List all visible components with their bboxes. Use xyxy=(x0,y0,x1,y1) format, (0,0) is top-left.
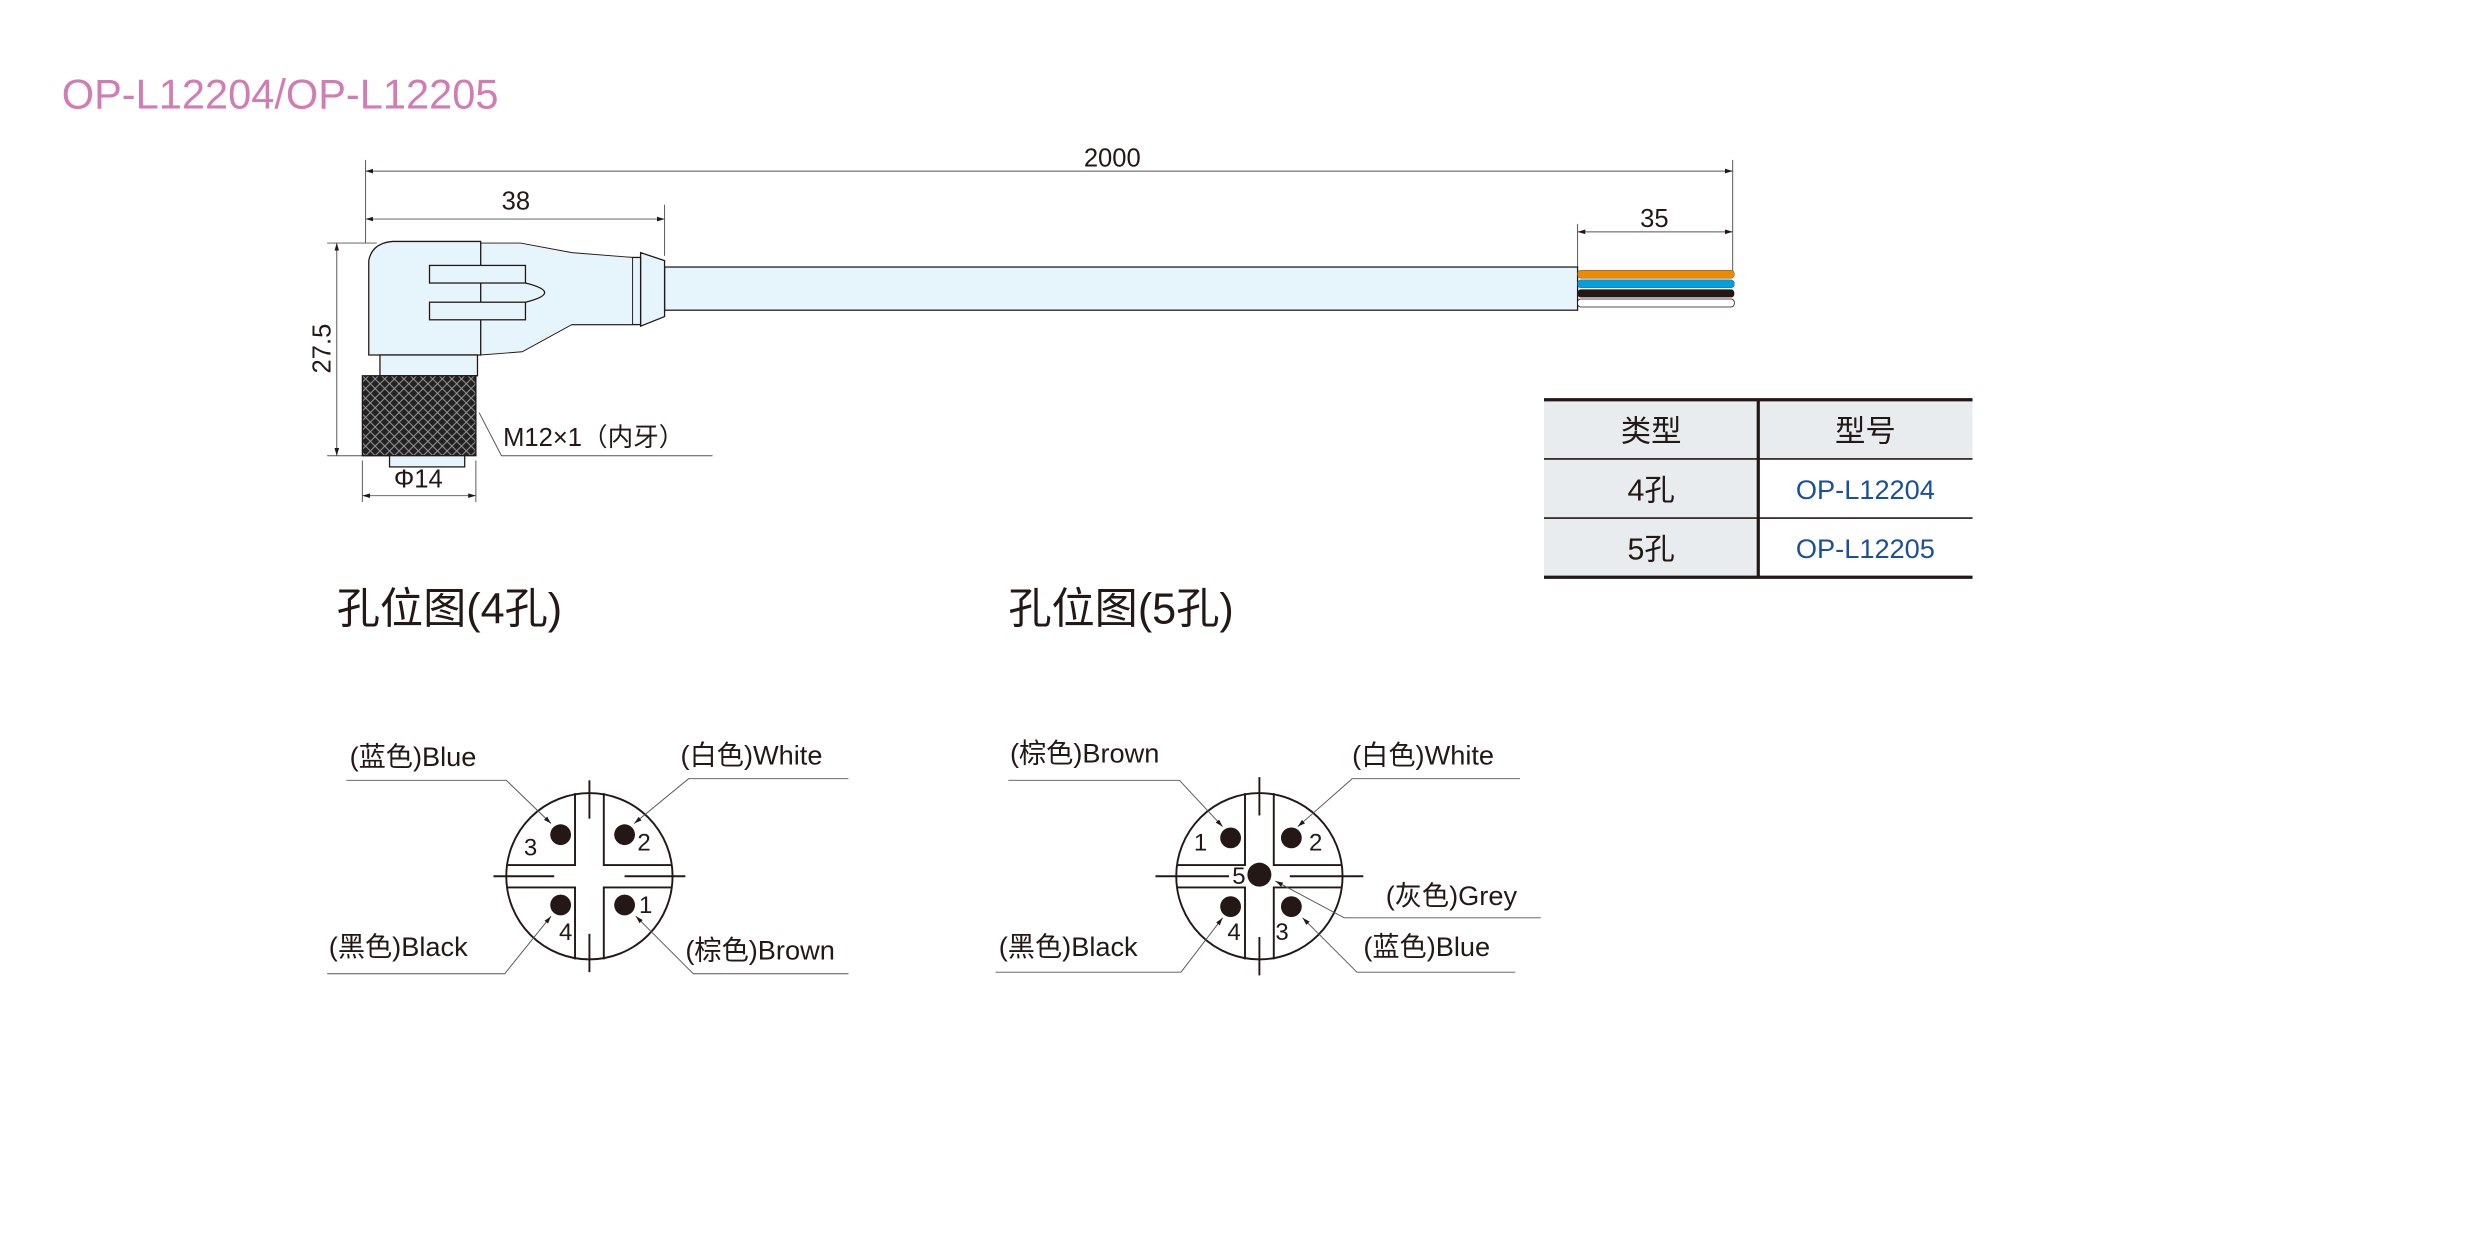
table-cell-type: 4孔 xyxy=(1627,473,1674,507)
pin4-label-white: (白色)White xyxy=(681,739,823,770)
pin5-label-brown: (棕色)Brown xyxy=(1010,738,1159,769)
pin5-leaders xyxy=(995,778,1541,973)
pin4-face xyxy=(493,780,686,973)
pin5-label-grey: (灰色)Grey xyxy=(1386,880,1518,911)
dim-head-length: 38 xyxy=(502,187,530,215)
pin5-number-3: 3 xyxy=(1275,919,1288,946)
pin4-leaders xyxy=(327,778,849,975)
pin4-number-4: 4 xyxy=(559,919,572,946)
dim-diameter: Φ14 xyxy=(394,466,443,494)
wires xyxy=(1577,269,1735,308)
table-cell-model: OP-L12205 xyxy=(1796,533,1935,564)
pin4-label-brown: (棕色)Brown xyxy=(685,934,834,965)
thread-label: M12×1（内牙） xyxy=(503,423,684,452)
pin5-label-black: (黑色)Black xyxy=(999,931,1138,962)
pin5-pins xyxy=(1220,827,1302,918)
dimension-lines xyxy=(327,159,1734,503)
pin4-heading: 孔位图(4孔) xyxy=(337,586,562,634)
page-title: OP-L12204/OP-L12205 xyxy=(62,71,499,118)
table-header-model: 型号 xyxy=(1835,414,1896,448)
pin4-pins xyxy=(550,824,635,916)
dim-height: 27.5 xyxy=(308,324,336,374)
pin5-number-1: 1 xyxy=(1194,830,1207,857)
pin4-number-2: 2 xyxy=(637,830,650,857)
pin5-heading: 孔位图(5孔) xyxy=(1008,586,1233,634)
pin4-label-blue: (蓝色)Blue xyxy=(350,741,477,772)
pin5-face xyxy=(1155,777,1364,976)
connector-body xyxy=(361,240,1579,468)
model-table xyxy=(1544,398,1973,579)
pin5-number-2: 2 xyxy=(1309,830,1322,857)
pin4-label-black: (黑色)Black xyxy=(329,931,468,962)
table-cell-type: 5孔 xyxy=(1627,533,1674,567)
pin5-number-5: 5 xyxy=(1232,863,1245,890)
dim-total-length: 2000 xyxy=(1084,144,1141,172)
pin5-label-blue: (蓝色)Blue xyxy=(1363,931,1490,962)
table-header-type: 类型 xyxy=(1621,414,1682,448)
table-cell-model: OP-L12204 xyxy=(1796,474,1935,505)
pin5-number-4: 4 xyxy=(1227,919,1240,946)
pin4-number-3: 3 xyxy=(524,834,537,861)
dim-strip-length: 35 xyxy=(1640,205,1668,233)
pin5-label-white: (白色)White xyxy=(1352,739,1494,770)
pin4-number-1: 1 xyxy=(639,892,652,919)
